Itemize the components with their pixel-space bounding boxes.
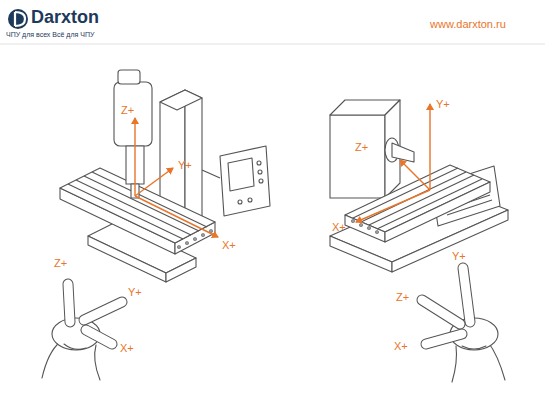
axis-label: X+ [332,221,346,233]
logo-icon [8,9,28,29]
horizontal-mill [330,100,508,272]
axis-label: Y+ [436,98,450,110]
axis-label: X+ [120,342,134,354]
axis-label: X+ [394,340,408,352]
axis-label: Y+ [178,159,192,171]
left-hand [42,284,122,380]
axis-label: Z+ [54,257,67,269]
axis-label: X+ [222,239,236,251]
brand-name: Darxton [31,8,99,28]
axis-label: Y+ [128,286,142,298]
vertical-mill [60,70,270,282]
right-hand [422,268,505,382]
axis-label: Y+ [452,250,466,262]
axis-label: Z+ [121,104,134,116]
website-url: www.darxton.ru [430,18,506,30]
axis-arrows [135,118,218,237]
header-rule [0,44,545,45]
axis-label: Z+ [396,291,409,303]
slogan: ЧПУ для всех Всё для ЧПУ [6,31,94,39]
logo-mark [15,12,25,26]
axis-arrows [356,104,430,222]
axis-label: Z+ [355,141,368,153]
